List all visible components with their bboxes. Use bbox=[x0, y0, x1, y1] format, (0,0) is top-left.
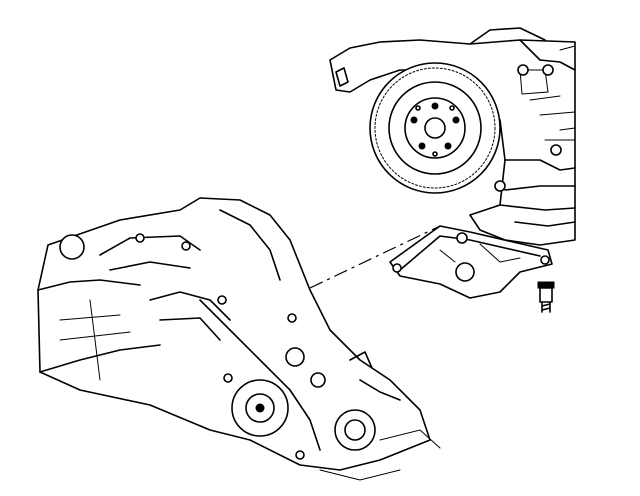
bolt-icon bbox=[537, 281, 555, 313]
flywheel-icon bbox=[369, 62, 501, 194]
transaxle-icon bbox=[37, 197, 441, 481]
mount-bracket-icon bbox=[389, 225, 553, 299]
